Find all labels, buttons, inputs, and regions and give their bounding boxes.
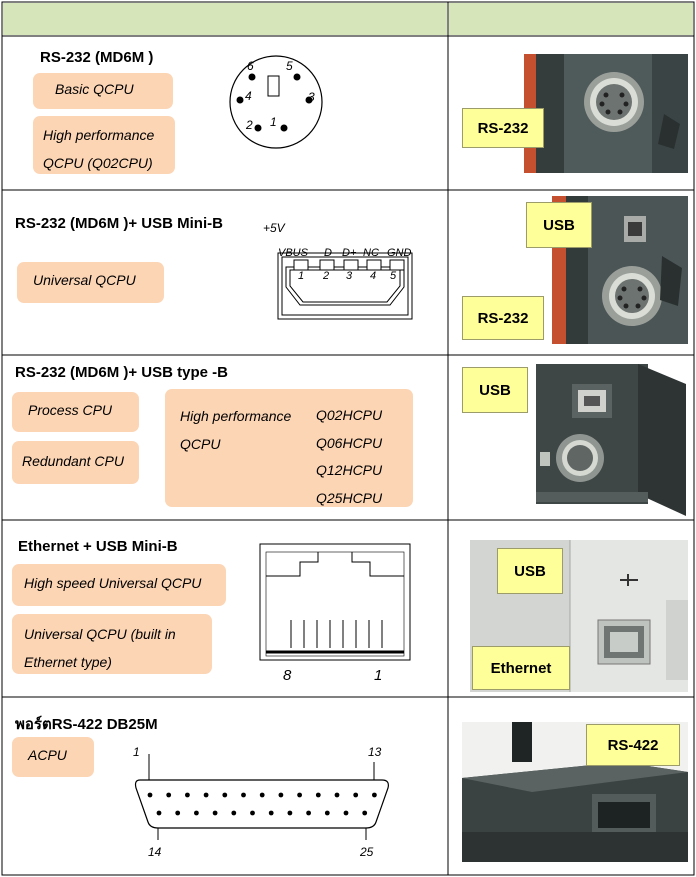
md6m-connector-diagram: 6 5 4 3 2 1 — [229, 55, 323, 149]
row5-title: พอร์ตRS-422 DB25M — [15, 716, 158, 733]
row2-pill-universal-qcpu: Universal QCPU — [17, 262, 164, 303]
db25-pin-dot — [166, 792, 172, 798]
models-label-line2: QCPU — [180, 436, 221, 452]
db25-pin-dot — [175, 810, 181, 816]
rj45-pin-8: 8 — [283, 667, 292, 684]
model-q25hcpu: Q25HCPU — [316, 489, 383, 506]
header-cell-right — [449, 3, 693, 35]
row3-pill-redundant-cpu: Redundant CPU — [12, 441, 139, 484]
pin-label-2: 2 — [245, 118, 253, 132]
db25-pin-dot — [315, 792, 321, 798]
pin-label-6: 6 — [247, 59, 254, 73]
row1-photo-rs232-port — [524, 54, 688, 173]
usb-pin-1: 1 — [298, 270, 304, 282]
db25-pin-25: 25 — [359, 845, 374, 859]
db25m-connector-diagram: 1 13 14 25 — [133, 745, 389, 859]
db25-pin-dot — [250, 810, 255, 816]
usb-pin-3: 3 — [346, 270, 353, 282]
db25-pin-dot — [231, 810, 237, 816]
row5-pill-acpu: ACPU — [12, 737, 94, 777]
row1-pill-high-performance: High performance QCPU (Q02CPU) — [33, 116, 175, 174]
db25-pin-row-top — [147, 792, 377, 798]
db25-pin-dot — [185, 792, 190, 798]
usb-pin-2: 2 — [322, 270, 329, 282]
callout-rs422: RS-422 — [586, 724, 680, 766]
db25-pin-dot — [268, 810, 274, 816]
model-q02hcpu: Q02HCPU — [316, 407, 383, 423]
usb-mini-b-diagram: +5V VBUS D- D+ NC GND 1 2 3 4 5 — [263, 221, 413, 320]
model-q06hcpu: Q06HCPU — [316, 434, 383, 451]
row4-title: Ethernet + USB Mini-B — [18, 538, 178, 555]
db25-pin-dot — [278, 792, 284, 798]
db25-pin-dot — [306, 810, 311, 816]
callout-ethernet: Ethernet — [472, 646, 570, 690]
rj45-pin-1: 1 — [374, 667, 382, 684]
usb-pin-4: 4 — [370, 270, 376, 282]
row3-photo-usb-type-b — [528, 364, 688, 516]
db25-pin-dot — [222, 792, 228, 798]
db25-pin-dot — [259, 792, 265, 798]
row2-title: RS-232 (MD6M )+ USB Mini-B — [15, 215, 223, 232]
signal-d-plus: D+ — [342, 247, 357, 259]
db25-pin-dot — [203, 792, 209, 798]
callout-usb-row4: USB — [497, 548, 563, 594]
db25-pin-dot — [241, 792, 246, 798]
row3-pill-process-cpu: Process CPU — [12, 392, 139, 432]
db25-pin-14: 14 — [148, 845, 162, 859]
callout-usb-row2: USB — [526, 202, 592, 248]
models-label-line1: High performance — [180, 408, 292, 424]
db25-pin-dot — [372, 792, 377, 798]
signal-gnd: GND — [387, 247, 412, 259]
db25-pin-row-bottom — [156, 810, 368, 816]
voltage-label: +5V — [263, 221, 286, 235]
model-q12hcpu: Q12HCPU — [316, 462, 383, 478]
db25-pin-dot — [353, 792, 359, 798]
header-cell-left — [3, 3, 447, 35]
db25-pin-13: 13 — [368, 745, 382, 759]
db25-pin-dot — [194, 810, 199, 816]
pin-label-5: 5 — [286, 59, 293, 73]
db25-pin-dot — [334, 792, 340, 798]
usb-pin-5: 5 — [390, 270, 397, 282]
callout-rs232-row2: RS-232 — [462, 296, 544, 340]
db25-pin-dot — [212, 810, 218, 816]
row3-title: RS-232 (MD6M )+ USB type -B — [15, 364, 228, 381]
callout-usb-row3: USB — [462, 367, 528, 413]
rj45-connector-diagram: 8 1 — [259, 543, 411, 684]
row4-pill-universal-ethernet: Universal QCPU (built in Ethernet type) — [12, 614, 212, 674]
db25-pin-dot — [324, 810, 330, 816]
signal-vbus: VBUS — [278, 247, 309, 259]
pin-label-1: 1 — [270, 115, 277, 129]
signal-d-minus: D- — [324, 247, 336, 259]
pin-label-3: 3 — [308, 90, 315, 104]
db25-pin-dot — [287, 810, 293, 816]
db25-pin-dot — [362, 810, 368, 816]
db25-pin-1: 1 — [133, 745, 140, 759]
callout-rs232: RS-232 — [462, 108, 544, 148]
signal-nc: NC — [363, 247, 379, 259]
db25-pin-dot — [343, 810, 349, 816]
row3-pill-models: High performance QCPU Q02HCPU Q06HCPU Q1… — [165, 389, 413, 507]
db25-pin-dot — [297, 792, 302, 798]
row1-title: RS-232 (MD6M ) — [40, 49, 154, 66]
db25-pin-dot — [156, 810, 162, 816]
db25-pin-dot — [147, 792, 153, 798]
pin-label-4: 4 — [245, 89, 252, 103]
row4-pill-high-speed: High speed Universal QCPU — [12, 564, 226, 606]
row1-pill-basic-qcpu: Basic QCPU — [33, 73, 173, 109]
